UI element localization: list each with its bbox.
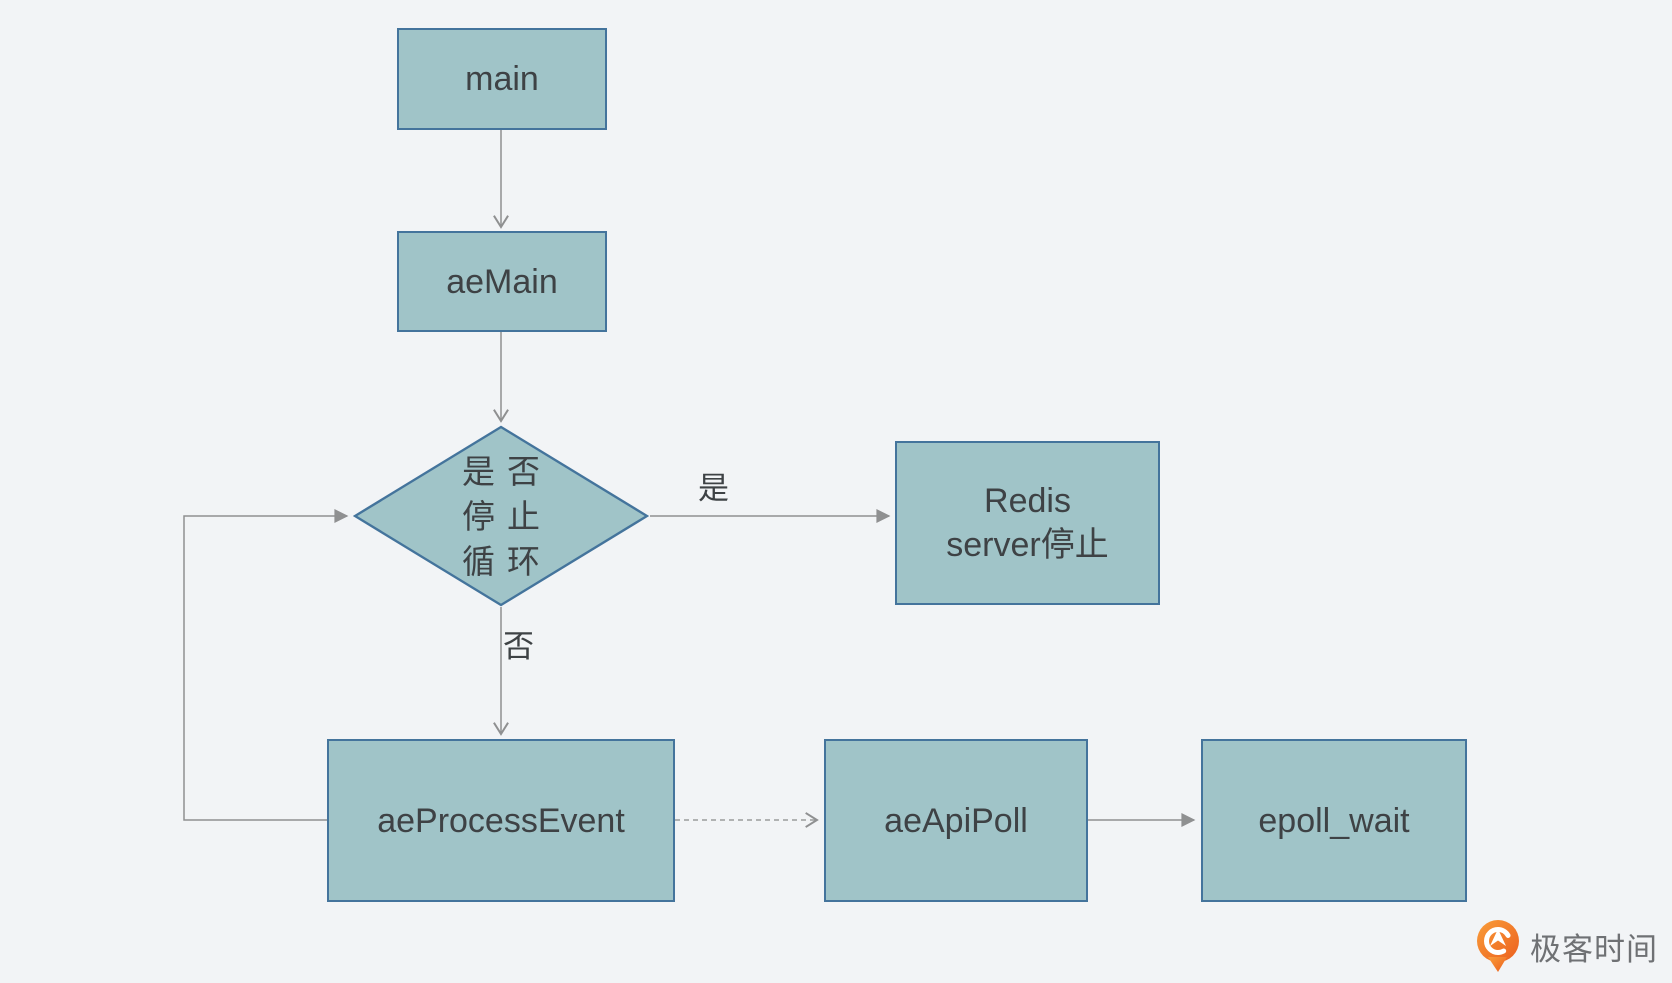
node-aemain: aeMain [397, 231, 607, 332]
redis-stop-line-2: server停止 [946, 526, 1109, 564]
edge-aeprocessevent-loopback-to-decision [183, 509, 349, 821]
geektime-logo: 极客时间 [1475, 919, 1658, 973]
node-epoll-wait: epoll_wait [1201, 739, 1467, 902]
node-aeapipoll: aeApiPoll [824, 739, 1088, 902]
edge-label-no: 否 [503, 629, 534, 664]
decision-line-3: 循环 [462, 542, 552, 580]
node-main-label: main [465, 60, 539, 98]
decision-line-2: 停止 [462, 497, 552, 535]
decision-diamond-shape [353, 425, 649, 607]
node-aemain-label: aeMain [446, 262, 558, 301]
edge-label-yes: 是 [698, 471, 729, 506]
node-aeprocessevent: aeProcessEvent [327, 739, 675, 902]
geektime-logo-icon [1477, 920, 1519, 972]
redis-stop-line-1: Redis [984, 482, 1071, 520]
node-main: main [397, 28, 607, 130]
geektime-logo-text: 极客时间 [1530, 931, 1658, 967]
decision-text: 是否 停止 循环 [353, 425, 649, 607]
node-aeapipoll-label: aeApiPoll [884, 801, 1028, 840]
node-epoll-wait-label: epoll_wait [1258, 801, 1410, 840]
node-redis-server-stop: Redis server停止 [895, 441, 1160, 605]
node-decision-stop-loop: 是否 停止 循环 [353, 425, 649, 607]
decision-line-1: 是否 [462, 452, 552, 490]
node-aeprocessevent-label: aeProcessEvent [377, 801, 625, 840]
